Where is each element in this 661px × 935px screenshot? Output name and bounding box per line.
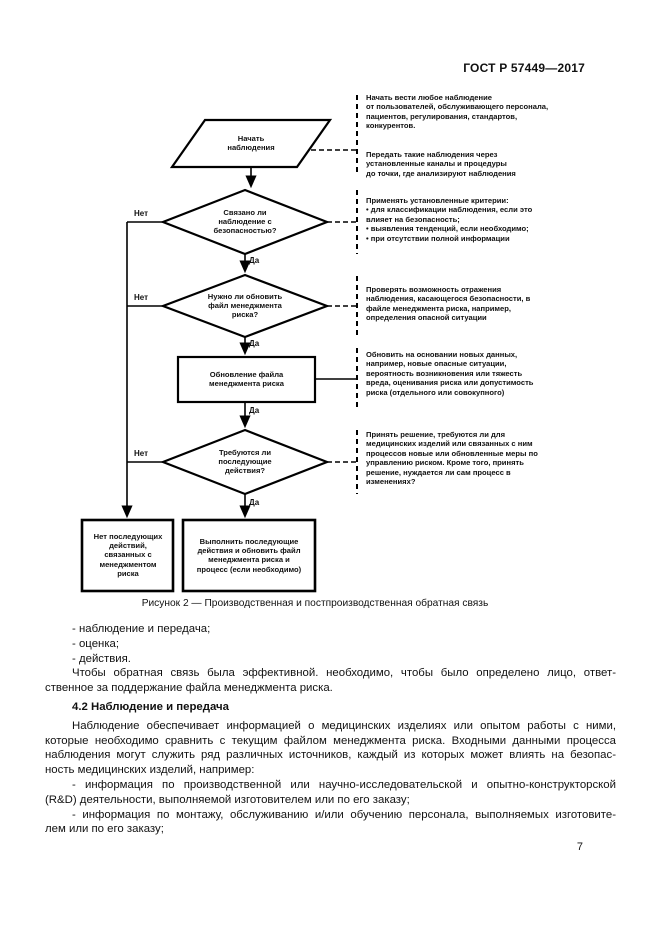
paragraph-line: - информация по монтажу, обслуживанию и/… (72, 808, 616, 821)
paragraph-line: - информация по производственной или нау… (72, 778, 616, 791)
paragraph-line: Чтобы обратная связь была эффективной. н… (72, 667, 616, 680)
flowchart-canvas (80, 95, 358, 593)
body-text: - наблюдение и передача; - оценка; - дей… (45, 622, 616, 837)
paragraph-line: ственное за поддержание файла менеджмент… (45, 682, 333, 695)
figure-caption: Рисунок 2 — Производственная и постпроиз… (141, 598, 489, 609)
page-number: 7 (576, 841, 583, 853)
section-heading: 4.2 Наблюдение и передача (72, 700, 229, 713)
doc-number: ГОСТ Р 57449—2017 (463, 61, 585, 75)
yes-label-2: Да (249, 339, 260, 348)
decision-1-label: Связано ли наблюдение с безопасностью? (213, 208, 277, 236)
no-action-box-label: Нет последующих действий, связанных с ме… (93, 532, 163, 578)
no-action-box-shape (80, 518, 175, 593)
annotation-transfer: Передать такие наблюдения через установл… (366, 150, 516, 178)
annotation-update: Обновить на основании новых данных, напр… (366, 350, 534, 397)
no-branch-lines (127, 221, 163, 463)
flow-arrows (121, 167, 257, 519)
paragraph-line: наблюдения могут служить ряд различных и… (45, 749, 616, 762)
paragraph-line: которые необходимо сравнить с текущим фа… (45, 734, 616, 747)
no-label-2: Нет (134, 293, 149, 302)
annotation-decide: Принять решение, требуются ли для медици… (366, 430, 538, 487)
paragraph-line: ность медицинских изделий, например: (45, 764, 255, 777)
update-node-label: Обновление файла менеджмента риска (209, 370, 284, 389)
start-node-label: Начать наблюдения (227, 134, 275, 153)
paragraph-line: Наблюдение обеспечивает информацией о ме… (72, 719, 616, 732)
do-action-box-shape (181, 518, 317, 593)
yes-label-1: Да (249, 256, 260, 265)
decision-2-label: Нужно ли обновить файл менеджмента риска… (207, 292, 283, 320)
dashed-connectors (311, 149, 357, 463)
paragraph-line: лем или по его заказу; (45, 823, 164, 836)
no-label-3: Нет (134, 449, 149, 458)
paragraph-line: (R&D) деятельности, выполняемой изготови… (45, 793, 410, 806)
no-label-1: Нет (134, 209, 149, 218)
annotation-start: Начать вести любое наблюдение от пользов… (366, 93, 549, 131)
do-action-box-label: Выполнить последующие действия и обновит… (196, 537, 302, 574)
decision-3-label: Требуются ли последующие действия? (218, 448, 272, 476)
yes-label-4: Да (249, 498, 260, 507)
list-item-1: - наблюдение и передача; (72, 623, 211, 635)
list-item-2: - оценка; (72, 637, 120, 650)
start-node-shape (169, 118, 333, 169)
list-item-3: - действия. (72, 652, 131, 665)
yes-label-3: Да (249, 406, 260, 415)
annotation-check: Проверять возможность отражения наблюден… (366, 285, 531, 323)
annotation-criteria: Применять установленные критерии: • для … (366, 196, 533, 243)
